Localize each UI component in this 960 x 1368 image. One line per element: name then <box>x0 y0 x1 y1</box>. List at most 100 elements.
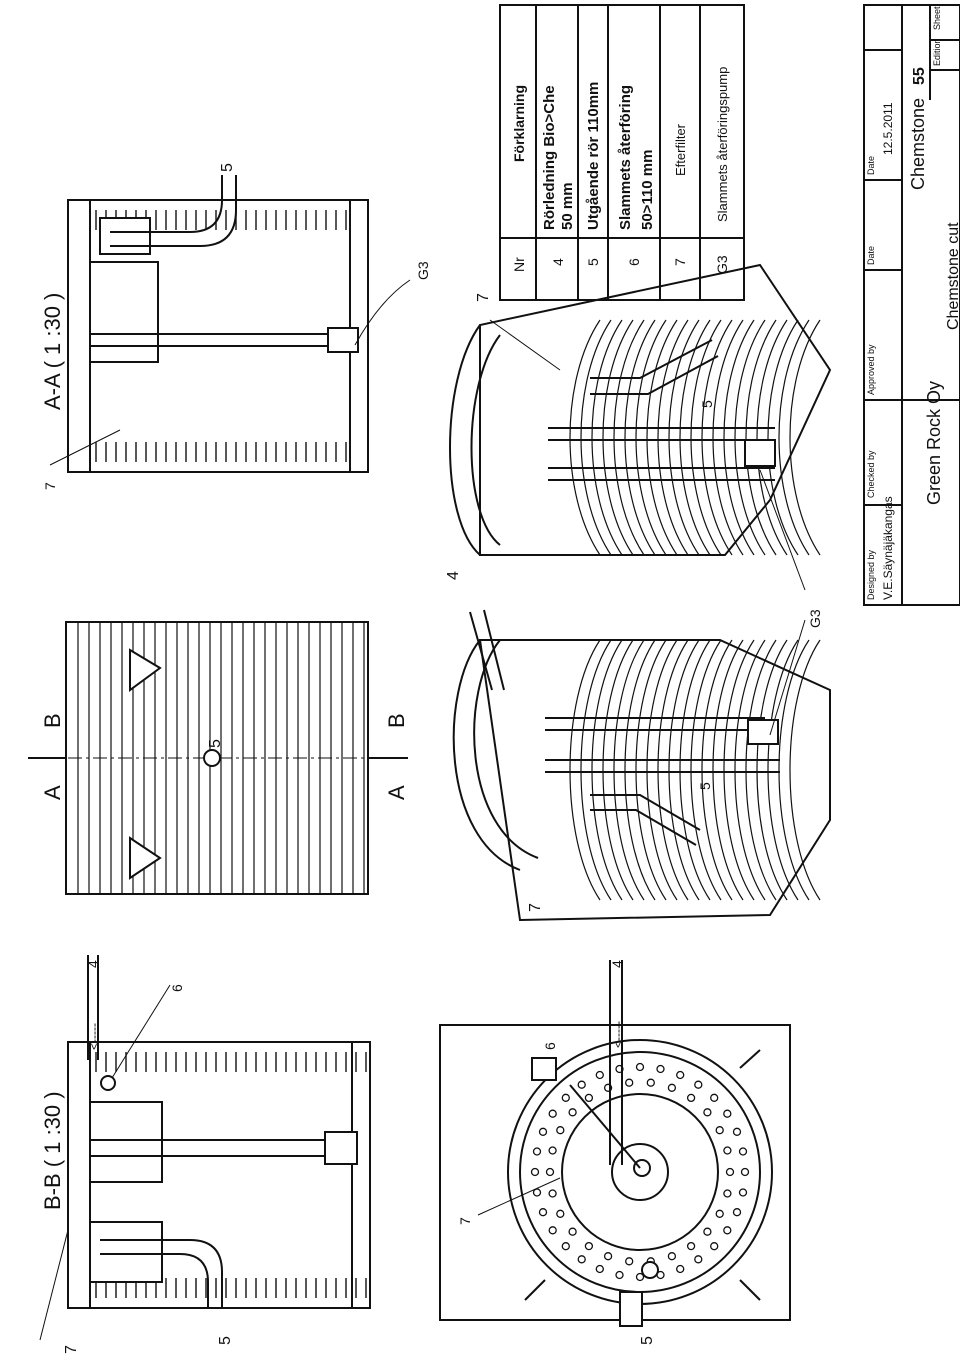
perforation-hole <box>584 1241 594 1251</box>
bb-callout-7: 7 <box>63 1345 80 1354</box>
plan-arrow: <----- <box>611 1021 625 1048</box>
perforation-hole <box>715 1126 724 1135</box>
legend-nr-g3: G3 <box>714 255 730 274</box>
legend-desc-4b: 50 mm <box>559 182 576 230</box>
iso-ring <box>613 639 645 901</box>
iso-left-callout-5: 5 <box>697 782 713 790</box>
tb-number: 55 <box>911 67 928 85</box>
perforation-hole <box>538 1208 548 1217</box>
iso-ring <box>734 639 766 901</box>
iso-ring <box>580 639 612 901</box>
iso-ring <box>624 319 656 556</box>
legend-nr-7: 7 <box>672 258 688 266</box>
iso-ring <box>734 319 766 556</box>
aa-callout-g3: G3 <box>415 261 431 280</box>
iso-ring <box>668 639 700 901</box>
legend-desc-6b: 50>110 mm <box>639 150 656 231</box>
tb-designed-value: V.E.Säynäjäkangas <box>881 496 895 600</box>
iso-ring <box>723 319 755 556</box>
perforation-hole <box>667 1083 677 1092</box>
iso-right-callout-5: 5 <box>699 400 715 408</box>
iso-right-rings <box>569 319 821 556</box>
section-mark-b-top: B <box>40 713 65 728</box>
iso-left-callout-7: 7 <box>527 903 544 912</box>
bb-callout-6: 6 <box>169 984 185 992</box>
perforation-hole <box>538 1127 548 1136</box>
iso-ring <box>624 639 656 901</box>
tb-date-value: 12.5.2011 <box>881 102 895 155</box>
iso-ring <box>756 639 788 901</box>
iso-ring <box>657 639 689 901</box>
perforation-hole <box>694 1255 703 1264</box>
perforation-hole <box>710 1093 719 1102</box>
isometric-cutaway-right: 7 5 <box>449 263 832 591</box>
plan-callout-4: 4 <box>609 960 625 968</box>
iso-ring <box>767 319 799 556</box>
iso-ring <box>580 319 612 556</box>
tb-date-label-1: Date <box>866 246 876 265</box>
iso-left-callout-4: 4 <box>445 571 462 580</box>
tb-edition-label: Edition <box>932 38 942 66</box>
perforation-hole <box>676 1264 685 1274</box>
bb-callout-5: 5 <box>217 1336 234 1345</box>
perforation-hole <box>715 1209 724 1218</box>
legend-desc-5a: Utgående rör 110mm <box>585 82 602 230</box>
iso-ring <box>690 639 722 901</box>
legend-desc-7a: Efterfilter <box>673 123 688 176</box>
perforation-hole <box>561 1242 570 1251</box>
perforation-hole <box>723 1189 732 1198</box>
legend-nr-5: 5 <box>585 258 601 266</box>
plan-callout-7: 7 <box>457 1217 473 1225</box>
perforation-hole <box>635 1272 645 1282</box>
perforation-hole <box>595 1070 604 1080</box>
perforation-hole <box>738 1188 748 1197</box>
iso-ring <box>712 639 744 901</box>
iso-ring <box>778 639 810 901</box>
plan-perforation-holes <box>530 1062 750 1282</box>
tb-designed-label: Designed by <box>866 549 876 600</box>
section-mark-a-bottom: A <box>384 785 409 800</box>
aa-wall-rings <box>95 210 347 462</box>
iso-ring <box>756 319 788 556</box>
iso-ring <box>569 639 601 901</box>
legend-desc-g3a: Slammets återföringspump <box>715 67 730 222</box>
perforation-hole <box>584 1093 594 1103</box>
section-aa-view: A-A ( 1 :30 ) 7 5 G3 <box>40 163 431 490</box>
perforation-hole <box>703 1227 712 1236</box>
legend-table: Nr Förklarning 4 Rörledning Bio>Che 50 m… <box>499 4 745 301</box>
iso-ring <box>635 319 667 556</box>
aa-callout-5: 5 <box>219 163 236 172</box>
iso-ring <box>789 639 821 901</box>
section-mark-b-bottom: B <box>384 713 409 728</box>
perforation-hole <box>625 1078 634 1087</box>
iso-ring <box>767 639 799 901</box>
perforation-hole <box>686 1241 696 1251</box>
perforation-hole <box>548 1146 557 1155</box>
section-aa-title: A-A ( 1 :30 ) <box>40 293 65 410</box>
section-bb-title: B-B ( 1 :30 ) <box>40 1091 65 1210</box>
perforation-hole <box>725 1167 735 1177</box>
perforation-hole <box>723 1146 732 1155</box>
perforation-hole <box>646 1078 655 1087</box>
tb-company: Green Rock Oy <box>924 381 944 505</box>
perforation-hole <box>694 1080 703 1089</box>
iso-ring <box>646 319 678 556</box>
perforation-hole <box>710 1242 719 1251</box>
iso-ring <box>613 319 645 556</box>
iso-ring <box>778 319 810 556</box>
perforation-hole <box>723 1109 732 1118</box>
title-block: Designed by V.E.Säynäjäkangas Checked by… <box>863 4 960 606</box>
perforation-hole <box>548 1109 557 1118</box>
perforation-hole <box>667 1252 677 1261</box>
iso-ring <box>745 639 777 901</box>
plan-callout-5: 5 <box>639 1336 656 1345</box>
plan-view: 7 6 5 4 <----- <box>439 960 791 1345</box>
iso-ring <box>646 639 678 901</box>
section-mark-a-top: A <box>40 785 65 800</box>
perforation-hole <box>703 1108 712 1117</box>
perforation-hole <box>625 1257 634 1266</box>
tb-date-label-2: Date <box>866 156 876 175</box>
legend-desc-6a: Slammets återföring <box>617 85 634 230</box>
iso-ring <box>569 319 601 556</box>
iso-ring <box>789 319 821 556</box>
